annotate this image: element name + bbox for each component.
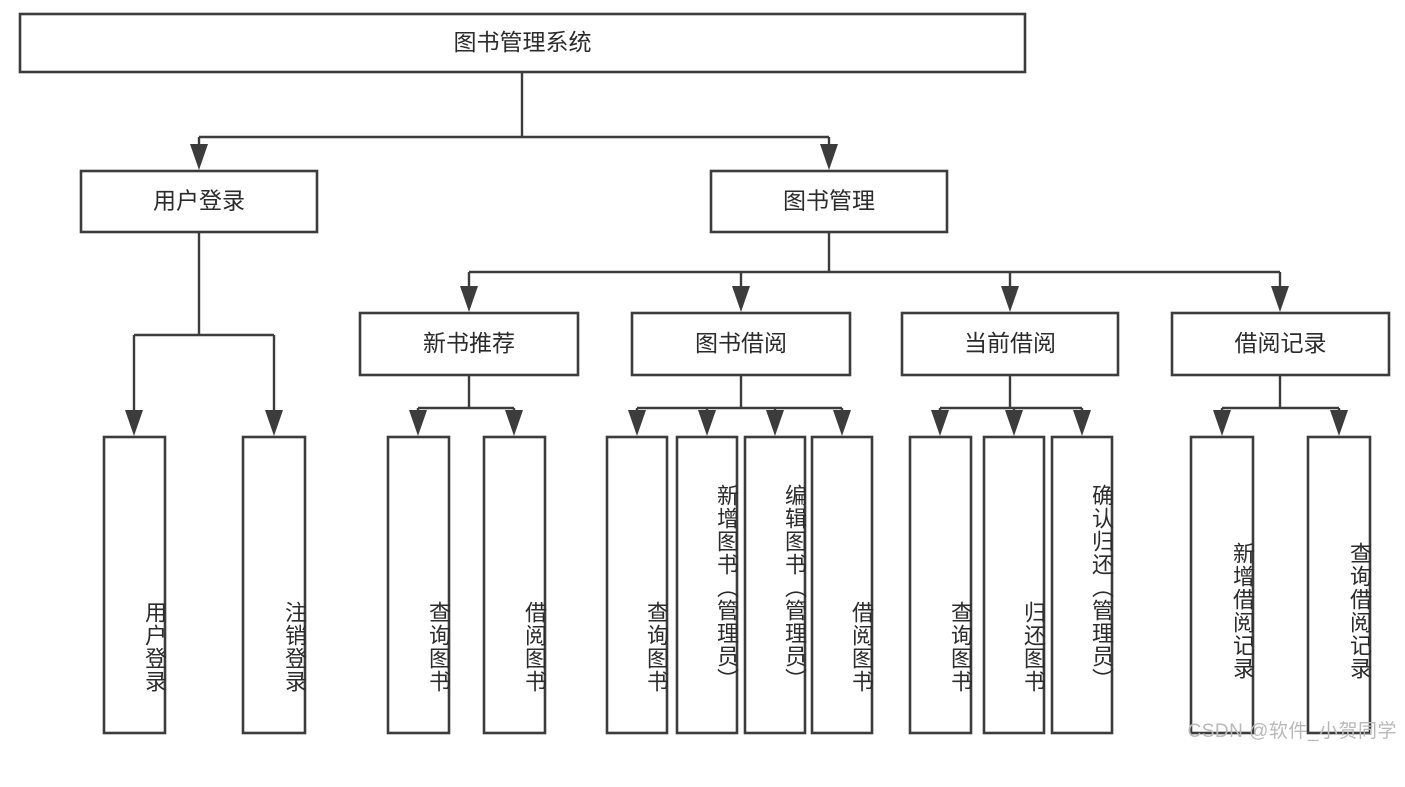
- leaf-node-查询图书[interactable]: [386, 435, 451, 735]
- arrow-head-icon: [766, 410, 784, 436]
- node-box[interactable]: [358, 311, 580, 377]
- node-box[interactable]: [982, 435, 1046, 735]
- node-box[interactable]: [810, 435, 874, 735]
- node-label: 图书管理系统: [454, 29, 592, 55]
- leaf-node-注销登录[interactable]: [241, 435, 307, 735]
- node-box[interactable]: [482, 435, 547, 735]
- arrow-head-icon: [698, 410, 716, 436]
- branch-node-当前借阅[interactable]: 当前借阅: [900, 311, 1120, 377]
- connector-group-图书管理: [460, 232, 1289, 312]
- node-label: 用户登录: [153, 188, 245, 214]
- node-box[interactable]: [709, 169, 949, 234]
- node-label: 图书借阅: [695, 330, 787, 356]
- connector-group-借阅记录: [1213, 375, 1348, 436]
- node-box[interactable]: [675, 435, 739, 735]
- leaf-node-用户登录[interactable]: [102, 435, 167, 735]
- node-box[interactable]: [386, 435, 451, 735]
- arrow-head-icon: [931, 410, 949, 436]
- arrow-head-icon: [833, 410, 851, 436]
- node-label: 新书推荐: [423, 330, 515, 356]
- connector-group-图书借阅: [628, 375, 851, 436]
- branch-node-图书管理[interactable]: 图书管理: [709, 169, 949, 234]
- branch-node-用户登录[interactable]: 用户登录: [79, 169, 319, 234]
- node-box[interactable]: [605, 435, 669, 735]
- node-box[interactable]: [102, 435, 167, 735]
- node-box[interactable]: [1189, 435, 1255, 735]
- leaf-node-借阅图书[interactable]: [810, 435, 874, 735]
- connector-group-图书管理系统: [190, 72, 838, 170]
- leaf-node-新增借阅记录[interactable]: [1189, 435, 1255, 735]
- node-box[interactable]: [743, 435, 807, 735]
- leaf-node-查询图书[interactable]: [908, 435, 973, 735]
- arrow-head-icon: [1001, 286, 1019, 312]
- node-box[interactable]: [241, 435, 307, 735]
- connector-group-用户登录: [125, 232, 283, 436]
- node-label: 图书管理: [783, 188, 875, 214]
- node-box[interactable]: [18, 12, 1027, 74]
- arrow-head-icon: [1213, 410, 1231, 436]
- node-box[interactable]: [1050, 435, 1114, 735]
- arrow-head-icon: [460, 286, 478, 312]
- node-label: 当前借阅: [964, 330, 1056, 356]
- arrow-head-icon: [1271, 286, 1289, 312]
- node-box[interactable]: [900, 311, 1120, 377]
- connector-layer: [125, 72, 1348, 436]
- arrow-head-icon: [409, 410, 427, 436]
- node-box[interactable]: [79, 169, 319, 234]
- arrow-head-icon: [125, 410, 143, 436]
- node-box[interactable]: [1306, 435, 1372, 735]
- csdn-watermark: CSDN @软件_小贺同学: [1187, 721, 1397, 742]
- arrow-head-icon: [1005, 410, 1023, 436]
- node-box[interactable]: [1170, 311, 1391, 377]
- arrow-head-icon: [505, 410, 523, 436]
- leaf-node-查询借阅记录[interactable]: [1306, 435, 1372, 735]
- node-label: 借阅记录: [1235, 330, 1327, 356]
- arrow-head-icon: [1330, 410, 1348, 436]
- arrow-head-icon: [190, 144, 208, 170]
- connector-group-当前借阅: [931, 375, 1091, 436]
- connector-group-新书推荐: [409, 375, 523, 436]
- leaf-node-新增图书管理员[interactable]: [675, 435, 739, 735]
- diagram-canvas: 图书管理系统用户登录图书管理新书推荐图书借阅当前借阅借阅记录 用户登录注销登录查…: [18, 12, 1397, 742]
- arrow-head-icon: [628, 410, 646, 436]
- node-box[interactable]: [908, 435, 973, 735]
- branch-node-新书推荐[interactable]: 新书推荐: [358, 311, 580, 377]
- root-node-图书管理系统[interactable]: 图书管理系统: [18, 12, 1027, 74]
- arrow-head-icon: [1073, 410, 1091, 436]
- branch-node-图书借阅[interactable]: 图书借阅: [630, 311, 852, 377]
- arrow-head-icon: [265, 410, 283, 436]
- leaf-node-查询图书[interactable]: [605, 435, 669, 735]
- leaf-node-确认归还管理员[interactable]: [1050, 435, 1114, 735]
- arrow-head-icon: [820, 144, 838, 170]
- leaf-node-编辑图书管理员[interactable]: [743, 435, 807, 735]
- node-box[interactable]: [630, 311, 852, 377]
- leaf-node-借阅图书[interactable]: [482, 435, 547, 735]
- leaf-node-归还图书[interactable]: [982, 435, 1046, 735]
- arrow-head-icon: [732, 286, 750, 312]
- branch-node-借阅记录[interactable]: 借阅记录: [1170, 311, 1391, 377]
